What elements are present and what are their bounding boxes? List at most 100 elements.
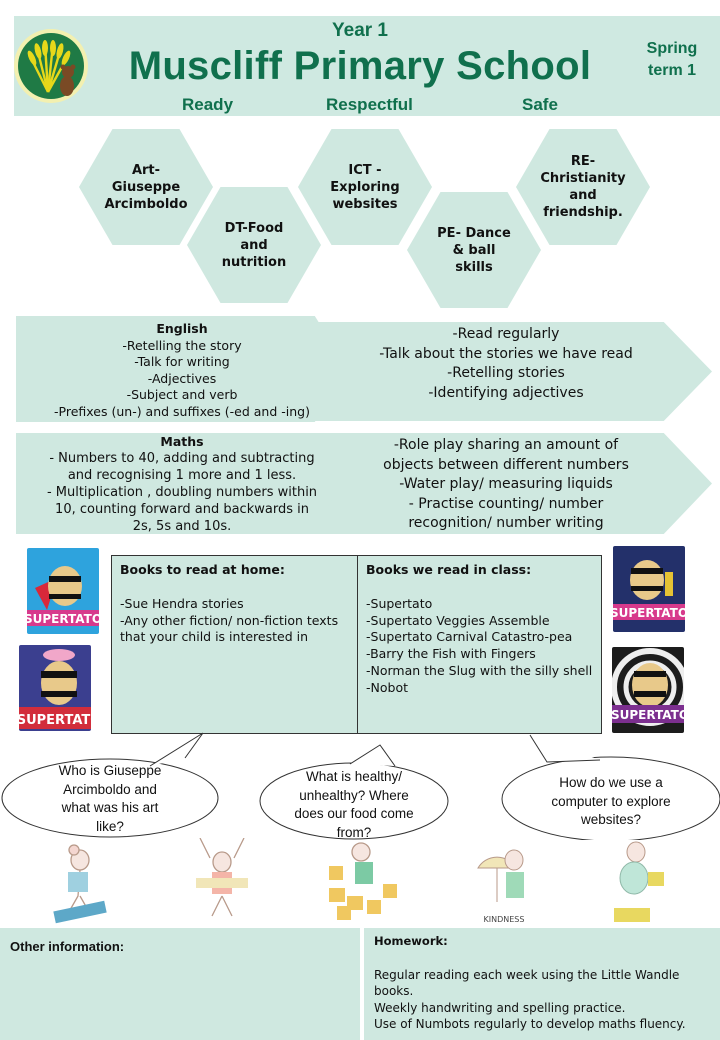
text-line: skills	[455, 259, 493, 275]
text-line: & ball	[452, 242, 496, 258]
english-item: -Adjectives	[147, 370, 217, 386]
book-cover-supertato-veggies: SUPERTATO	[613, 546, 685, 632]
homework-item: Use of Numbots regularly to develop math…	[374, 1017, 686, 1031]
english-item: -Prefixes (un-) and suffixes (-ed and -i…	[54, 403, 310, 419]
mouse-puzzle-icon	[329, 842, 397, 920]
mouse-kindness-icon: KINDNESS	[477, 849, 525, 924]
english-item: -Talk for writing	[134, 354, 230, 369]
books-class-item: -Supertato	[366, 595, 433, 611]
book-cover-supertato: SUPERTATO	[27, 548, 99, 634]
mouse-gift-icon	[614, 841, 664, 922]
maths-item: - Multiplication , doubling numbers with…	[46, 485, 318, 500]
text-line: and	[240, 237, 268, 253]
english-home-item: -Retelling stories	[447, 365, 565, 381]
homework-panel: Homework: Regular reading each week usin…	[364, 928, 720, 1040]
text-line: ICT -	[348, 162, 382, 178]
maths-home-item: - Practise counting/ number	[408, 495, 604, 512]
book-cover-supertato-swirl: SUPERTATO	[612, 647, 684, 733]
homework-item: Regular reading each week using the Litt…	[374, 967, 680, 999]
text-line: Who is Giuseppe	[58, 763, 162, 778]
text-line: SUPERTATO	[27, 612, 99, 626]
homework-item: Weekly handwriting and spelling practice…	[374, 1000, 626, 1015]
maths-home-item: -Water play/ measuring liquids	[399, 476, 613, 492]
maths-item: 10, counting forward and backwards in	[55, 502, 309, 517]
text-line: Arcimboldo and	[63, 781, 157, 797]
term-line-2: term 1	[647, 62, 697, 79]
books-home-column: Books to read at home: -Sue Hendra stori…	[112, 556, 358, 733]
school-name: Muscliff Primary School	[128, 44, 592, 88]
year-group: Year 1	[332, 20, 388, 41]
english-home-item: -Read regularly	[452, 326, 560, 342]
header-banner	[14, 16, 720, 116]
books-home-item: -Sue Hendra stories	[120, 595, 244, 611]
books-home-item: -Any other fiction/ non-fiction texts th…	[120, 612, 339, 645]
books-class-item: -Supertato Veggies Assemble	[366, 612, 550, 628]
english-item: -Retelling the story	[122, 337, 242, 353]
school-value-ready: Ready	[182, 95, 234, 114]
books-class-item: -Nobot	[366, 679, 408, 695]
speech-bubbles	[1, 732, 720, 840]
english-home-item: -Talk about the stories we have read	[379, 345, 633, 362]
maths-item: - Numbers to 40, adding and subtracting	[49, 451, 315, 466]
books-class-item: -Supertato Carnival Catastro-pea	[366, 629, 573, 645]
books-home-title: Books to read at home:	[120, 562, 285, 577]
book-cover-supertato-carnival: SUPERTATO	[19, 645, 91, 731]
english-curriculum-panel: English -Retelling the story -Talk for w…	[16, 316, 348, 422]
text-line: RE-	[570, 154, 596, 169]
text-line: from?	[336, 824, 372, 840]
speech-bubble-ict	[501, 756, 720, 840]
books-class-item: -Barry the Fish with Fingers	[366, 646, 536, 662]
maths-heading: Maths	[160, 434, 204, 449]
maths-home-item: -Role play sharing an amount of	[393, 437, 619, 453]
text-line: websites	[332, 196, 398, 212]
text-line: SUPERTATO	[19, 713, 91, 728]
text-line: Arcimboldo	[104, 196, 188, 212]
text-line: SUPERTATO	[612, 708, 684, 722]
maths-home-item: recognition/ number writing	[408, 515, 604, 531]
homework-title: Homework:	[374, 934, 448, 948]
text-line: computer to explore	[551, 793, 671, 809]
text-line: does our food come	[294, 806, 414, 821]
text-line: SUPERTATO	[613, 606, 685, 620]
english-heading: English	[156, 321, 208, 336]
speech-bubble-dt	[259, 762, 449, 840]
maths-item: 2s, 5s and 10s.	[132, 519, 232, 534]
mouse-aspiration-icon	[196, 838, 248, 917]
books-class-title: Books we read in class:	[366, 562, 532, 577]
text-line: Exploring	[330, 179, 400, 195]
text-line: KINDNESS	[484, 915, 525, 924]
term-line-1: Spring	[646, 40, 698, 57]
text-line: friendship.	[543, 205, 623, 220]
text-line: Art-	[131, 162, 161, 178]
other-information-title: Other information:	[10, 939, 125, 954]
school-crest-icon	[12, 26, 90, 106]
english-home-support-panel: -Read regularly -Talk about the stories …	[310, 322, 712, 421]
text-line: DT-Food	[224, 220, 284, 236]
text-line: nutrition	[221, 254, 287, 270]
text-line: unhealthy? Where	[299, 787, 409, 803]
school-value-respectful: Respectful	[326, 95, 413, 114]
text-line: what was his art	[61, 800, 159, 815]
other-information-panel: Other information:	[0, 928, 360, 1040]
english-item: -Subject and verb	[126, 387, 238, 402]
text-line: Christianity	[540, 171, 626, 186]
english-home-item: -Identifying adjectives	[428, 384, 584, 401]
maths-curriculum-panel: Maths - Numbers to 40, adding and subtra…	[16, 433, 348, 534]
term-label: Spring term 1	[636, 38, 708, 82]
books-class-item: -Norman the Slug with the silly shell	[366, 662, 593, 678]
text-line: websites?	[580, 812, 642, 827]
books-table: Books to read at home: -Sue Hendra stori…	[111, 555, 602, 734]
maths-home-item: objects between different numbers	[383, 456, 629, 473]
text-line: PE- Dance	[437, 225, 511, 241]
speech-bubble-art	[1, 758, 219, 838]
school-value-safe: Safe	[522, 95, 558, 114]
text-line: Giuseppe	[111, 179, 181, 195]
